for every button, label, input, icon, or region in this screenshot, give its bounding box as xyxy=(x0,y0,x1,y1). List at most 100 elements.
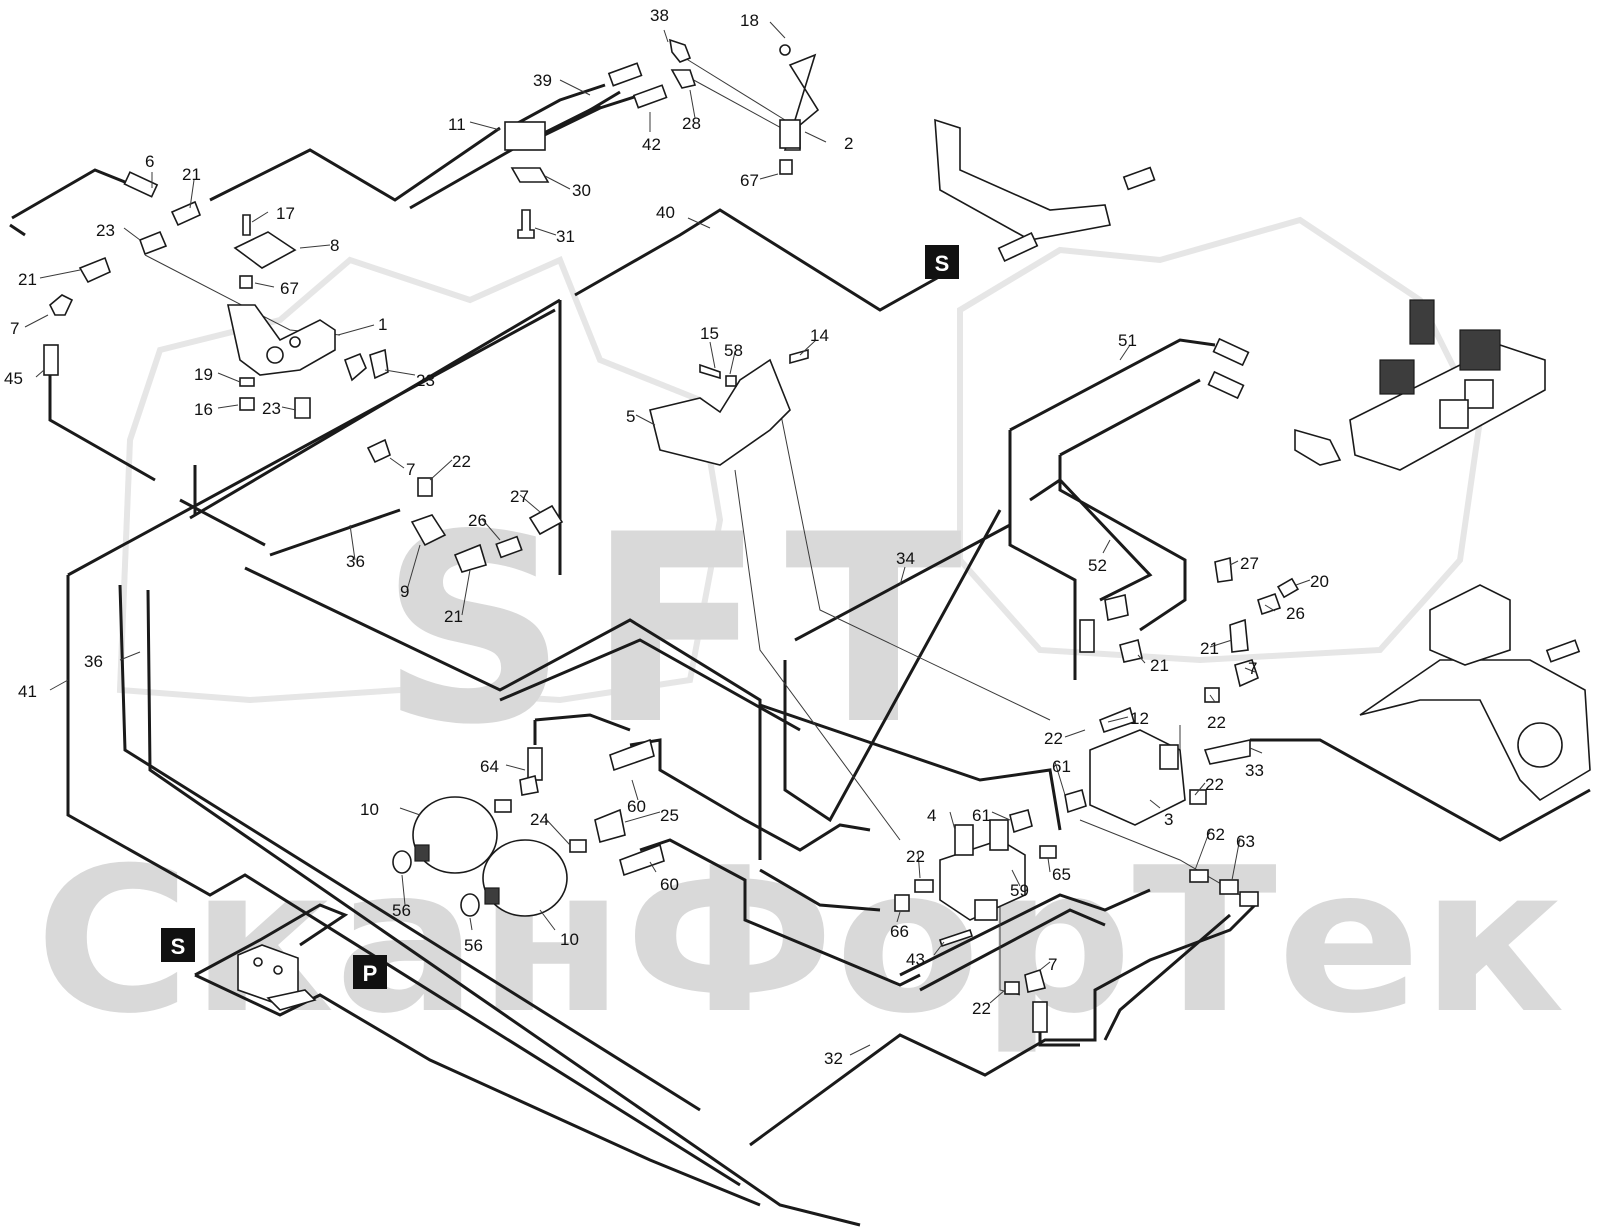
callout: 21 xyxy=(1150,656,1169,675)
callout: 59 xyxy=(1010,881,1029,900)
callout: 18 xyxy=(740,11,759,30)
fitting-22-block3 xyxy=(1189,789,1207,805)
callout: 58 xyxy=(724,341,743,360)
fitting-22-right xyxy=(1204,687,1220,703)
callout: 56 xyxy=(392,901,411,920)
hose-39-42 xyxy=(504,83,651,144)
bolt-17 xyxy=(242,214,251,236)
callout: 22 xyxy=(972,999,991,1018)
callout: 23 xyxy=(416,371,435,390)
callout: 7 xyxy=(1248,659,1257,678)
callout: 41 xyxy=(18,682,37,701)
hose-41-outer xyxy=(66,308,741,1187)
accumulator-10-lower xyxy=(482,839,568,917)
callout: 2 xyxy=(844,134,853,153)
hose-mid-long xyxy=(244,508,801,860)
hose-end-33 xyxy=(1203,739,1251,765)
callout: 28 xyxy=(682,114,701,133)
tag-s-bottom: S xyxy=(161,928,195,962)
fitting-38 xyxy=(668,38,692,63)
callout: 62 xyxy=(1206,825,1225,844)
callout: 65 xyxy=(1052,865,1071,884)
callout: 22 xyxy=(1044,729,1063,748)
callout: 60 xyxy=(660,875,679,894)
callout: 27 xyxy=(1240,554,1259,573)
elbow-61-b xyxy=(1064,788,1087,814)
hose-center-to-block xyxy=(759,703,1062,912)
washer-19 xyxy=(239,377,255,387)
tag-p: P xyxy=(353,955,387,989)
elbow-27-right xyxy=(1214,556,1233,583)
tag-s-bottom-label: S xyxy=(171,934,186,959)
hose-51-52 xyxy=(1008,338,1216,680)
fitting-26 xyxy=(495,535,523,559)
hose-upper-left-loop xyxy=(9,168,266,547)
callout: 21 xyxy=(444,607,463,626)
callout: 32 xyxy=(824,1049,843,1068)
bolt-15 xyxy=(699,363,721,380)
callout: 64 xyxy=(480,757,499,776)
callout: 43 xyxy=(906,950,925,969)
t-fitting-21-right xyxy=(1229,618,1249,653)
fitting-22-mid xyxy=(417,477,433,497)
callouts: 38 18 39 11 42 28 2 67 6 21 17 30 40 23 … xyxy=(4,6,1329,1068)
callout: 38 xyxy=(650,6,669,25)
callout: 52 xyxy=(1088,556,1107,575)
callout: 20 xyxy=(1310,572,1329,591)
hose-end-60-lower xyxy=(619,843,665,877)
elbow-23-c xyxy=(294,397,311,419)
elbow-7-right xyxy=(1234,659,1259,688)
nut-67 xyxy=(239,275,253,289)
hose-34 xyxy=(783,509,1011,823)
nut-16 xyxy=(239,397,255,411)
fitting-66 xyxy=(894,894,910,912)
callout: 33 xyxy=(1245,761,1264,780)
bracket-5 xyxy=(649,358,791,466)
fitting-20 xyxy=(1276,577,1300,599)
bolt-31 xyxy=(517,209,535,239)
washer-58 xyxy=(725,375,737,387)
callout: 21 xyxy=(18,270,37,289)
fitting-22-b4 xyxy=(914,879,934,893)
callout: 26 xyxy=(468,511,487,530)
ref-line-e xyxy=(689,77,786,131)
bolt-14 xyxy=(789,348,809,365)
callout: 61 xyxy=(1052,757,1071,776)
callout: 31 xyxy=(556,227,575,246)
hose-64 xyxy=(533,713,631,745)
callout: 39 xyxy=(533,71,552,90)
coupler-27 xyxy=(528,504,564,536)
callout: 45 xyxy=(4,369,23,388)
ref-line-b xyxy=(734,469,901,841)
callout: 21 xyxy=(182,165,201,184)
elbow-7-lower xyxy=(1024,968,1046,993)
callout-leaders xyxy=(24,21,1311,1056)
hose-end-42 xyxy=(632,84,668,109)
fitting-24-a xyxy=(494,799,512,813)
callout: 22 xyxy=(452,452,471,471)
elbow-52 xyxy=(1104,594,1129,621)
hose-end-51b xyxy=(1207,370,1245,400)
fitting-28 xyxy=(670,69,697,89)
callout: 25 xyxy=(660,806,679,825)
elbow-64 xyxy=(519,775,539,796)
t-fitting-25 xyxy=(594,808,626,843)
bolt-43 xyxy=(938,928,974,948)
bracket-top-right xyxy=(934,118,1111,241)
hose-end-6 xyxy=(123,171,159,198)
callout: 21 xyxy=(1200,639,1219,658)
callout: 22 xyxy=(1207,713,1226,732)
callout: 30 xyxy=(572,181,591,200)
manifold-block-s xyxy=(237,944,317,1011)
valve-9 xyxy=(410,514,447,547)
callout: 66 xyxy=(890,922,909,941)
hand-lever-2 xyxy=(779,44,820,175)
fitting-63a xyxy=(1219,879,1239,895)
callout: 4 xyxy=(927,806,936,825)
callout: 36 xyxy=(84,652,103,671)
elbow-7-left xyxy=(49,294,74,316)
callout: 34 xyxy=(896,549,915,568)
fitting-top-right xyxy=(1122,166,1156,191)
callout: 1 xyxy=(378,315,387,334)
